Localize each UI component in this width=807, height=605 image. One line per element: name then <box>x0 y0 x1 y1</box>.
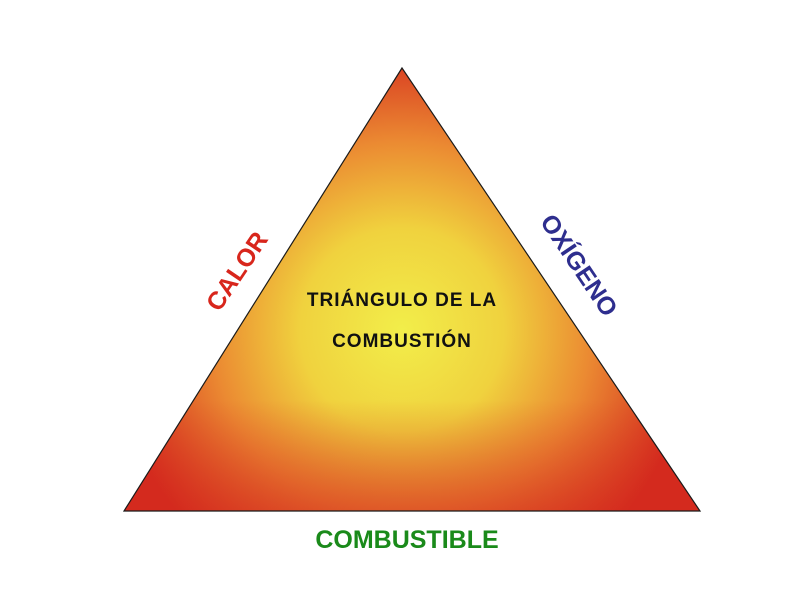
triangle-bottom-shade <box>124 68 700 511</box>
label-combustible: COMBUSTIBLE <box>315 526 498 554</box>
center-title-line1: TRIÁNGULO DE LA <box>307 289 497 311</box>
triangle-outline <box>122 66 702 512</box>
center-title-line2: COMBUSTIÓN <box>332 330 472 352</box>
